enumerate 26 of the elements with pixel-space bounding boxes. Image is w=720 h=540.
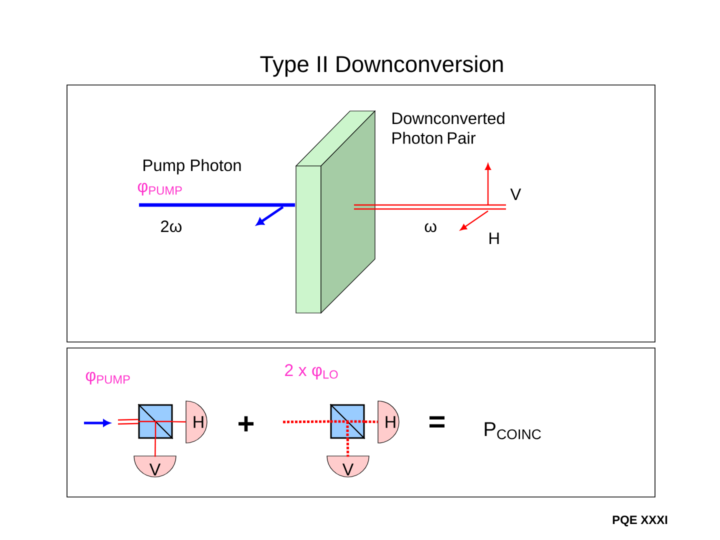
footer-label: PQE XXXI (612, 516, 668, 526)
detector: H (378, 400, 400, 444)
phase-label: φ$_{PUMP}$ (138, 182, 182, 196)
frequency-label: 2ω (161, 220, 182, 232)
beam-splitter-cube (330, 404, 366, 440)
polarization-label: H (490, 232, 499, 244)
light-beam (154, 438, 156, 457)
light-beam (283, 420, 330, 424)
beam-label: Downconverted Photon Pair (392, 112, 504, 144)
detector: V (326, 456, 370, 478)
equals-sign: = (430, 416, 444, 428)
title: Type II Downconversion (260, 55, 503, 77)
plus-sign: + (238, 416, 254, 432)
light-beam (172, 421, 186, 422)
light-beam (346, 438, 350, 457)
polarization-label: V (510, 188, 522, 200)
beam-label: Pump Photon (144, 159, 241, 174)
phase-label: φ$_{PUMP}$ (86, 372, 130, 384)
detector: H (186, 400, 208, 444)
light-beam (364, 420, 378, 424)
probability-label: P$_{COINC}$ (484, 422, 541, 440)
beam-splitter-cube (138, 404, 174, 440)
frequency-label: ω (424, 223, 436, 232)
light-beam (117, 418, 139, 425)
detector: V (134, 456, 176, 478)
phase-label: 2 x φ$_{LO}$ (285, 364, 338, 380)
